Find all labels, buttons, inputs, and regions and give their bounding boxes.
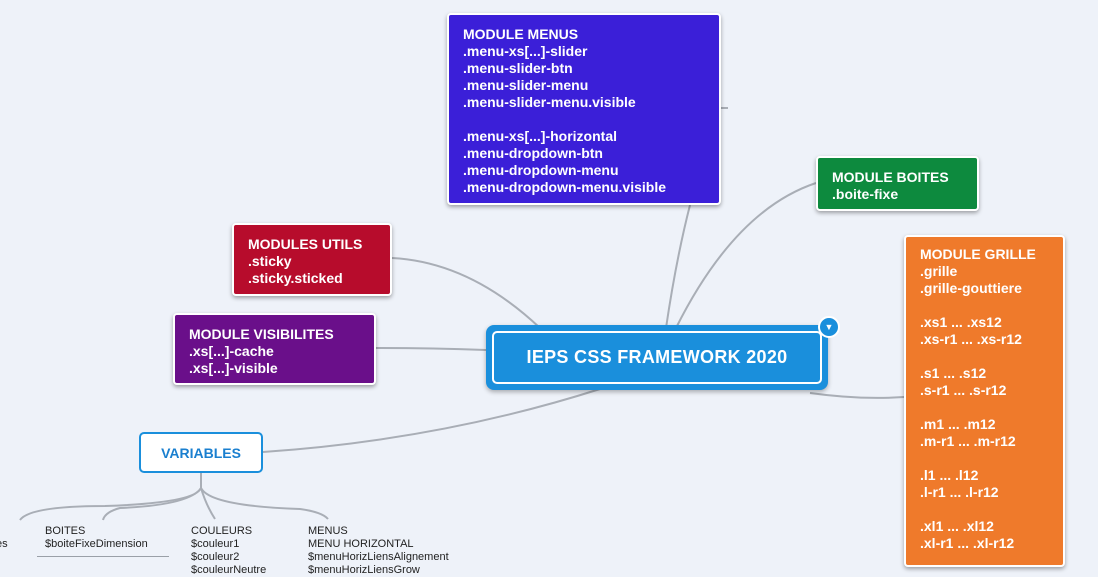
class-item: .xs-r1 ... .xs-r12: [920, 331, 1022, 347]
leaf-label: es: [0, 538, 8, 550]
edge-var-menus: [200, 487, 329, 520]
edge-boites: [675, 182, 817, 329]
edge-utils: [391, 257, 541, 329]
node-title: MODULE BOITES: [832, 169, 949, 185]
variables-leaf-couleurs[interactable]: COULEURS $couleur1 $couleur2 $couleurNeu…: [191, 525, 266, 577]
variable-item: $couleur2: [191, 551, 240, 563]
class-item: .m-r1 ... .m-r12: [920, 433, 1016, 449]
leaf-heading: BOITES: [45, 525, 86, 537]
edge-variables: [262, 388, 601, 453]
class-item: .menu-dropdown-menu: [463, 162, 619, 178]
edge-visibilites: [375, 347, 487, 351]
class-item: .xs[...]-cache: [189, 343, 274, 359]
edge-grille: [809, 392, 905, 399]
class-item: .s-r1 ... .s-r12: [920, 382, 1007, 398]
node-title: VARIABLES: [161, 444, 241, 461]
variables-leaf-partial[interactable]: es: [0, 538, 8, 551]
node-title: MODULE GRILLE: [920, 246, 1036, 262]
class-item: .s1 ... .s12: [920, 365, 987, 381]
leaf-subheading: MENU HORIZONTAL: [308, 538, 414, 550]
module-grille-node[interactable]: MODULE GRILLE .grille .grille-gouttiere …: [904, 235, 1065, 567]
class-item: .menu-xs[...]-slider: [463, 43, 588, 59]
class-item: .menu-slider-menu.visible: [463, 94, 636, 110]
central-topic-node[interactable]: IEPS CSS FRAMEWORK 2020: [486, 325, 828, 390]
leaf-underline: [37, 556, 169, 557]
class-item: .menu-dropdown-btn: [463, 145, 603, 161]
chevron-down-icon[interactable]: ▼: [818, 316, 840, 338]
edge-var-left: [19, 487, 202, 521]
variable-item: $boiteFixeDimension: [45, 538, 148, 550]
variable-item: $couleurNeutre: [191, 564, 267, 576]
edge-var-couleurs: [200, 487, 216, 520]
variables-node[interactable]: VARIABLES: [139, 432, 263, 473]
variables-leaf-menus[interactable]: MENUS MENU HORIZONTAL $menuHorizLiensAli…: [308, 525, 449, 577]
central-topic-title: IEPS CSS FRAMEWORK 2020: [492, 331, 822, 384]
variable-item: $menuHorizLiensAlignement: [308, 551, 449, 563]
class-item: .sticky.sticked: [248, 270, 343, 286]
leaf-heading: MENUS: [308, 525, 348, 537]
module-boites-node[interactable]: MODULE BOITES .boite-fixe: [816, 156, 979, 211]
class-item: .m1 ... .m12: [920, 416, 996, 432]
class-item: .menu-slider-menu: [463, 77, 589, 93]
node-title: MODULE MENUS: [463, 26, 579, 42]
class-item: .xs1 ... .xs12: [920, 314, 1002, 330]
class-item: .grille: [920, 263, 958, 279]
module-visibilites-node[interactable]: MODULE VISIBILITES .xs[...]-cache .xs[..…: [173, 313, 376, 385]
class-item: .xl-r1 ... .xl-r12: [920, 535, 1015, 551]
module-menus-node[interactable]: MODULE MENUS .menu-xs[...]-slider .menu-…: [447, 13, 721, 205]
class-item: .grille-gouttiere: [920, 280, 1022, 296]
class-item: .menu-slider-btn: [463, 60, 573, 76]
class-item: .boite-fixe: [832, 186, 899, 202]
edge-var-boites: [102, 487, 202, 521]
class-item: .l1 ... .l12: [920, 467, 979, 483]
variable-item: $menuHorizLiensGrow: [308, 564, 420, 576]
class-item: .sticky: [248, 253, 292, 269]
class-item: .menu-xs[...]-horizontal: [463, 128, 617, 144]
edge-menus: [665, 204, 691, 329]
modules-utils-node[interactable]: MODULES UTILS .sticky .sticky.sticked: [232, 223, 392, 296]
node-title: MODULE VISIBILITES: [189, 326, 334, 342]
variables-leaf-boites[interactable]: BOITES $boiteFixeDimension: [45, 525, 148, 551]
class-item: .xl1 ... .xl12: [920, 518, 994, 534]
class-item: .xs[...]-visible: [189, 360, 278, 376]
class-item: .l-r1 ... .l-r12: [920, 484, 999, 500]
node-title: MODULES UTILS: [248, 236, 363, 252]
variable-item: $couleur1: [191, 538, 240, 550]
leaf-heading: COULEURS: [191, 525, 253, 537]
class-item: .menu-dropdown-menu.visible: [463, 179, 667, 195]
